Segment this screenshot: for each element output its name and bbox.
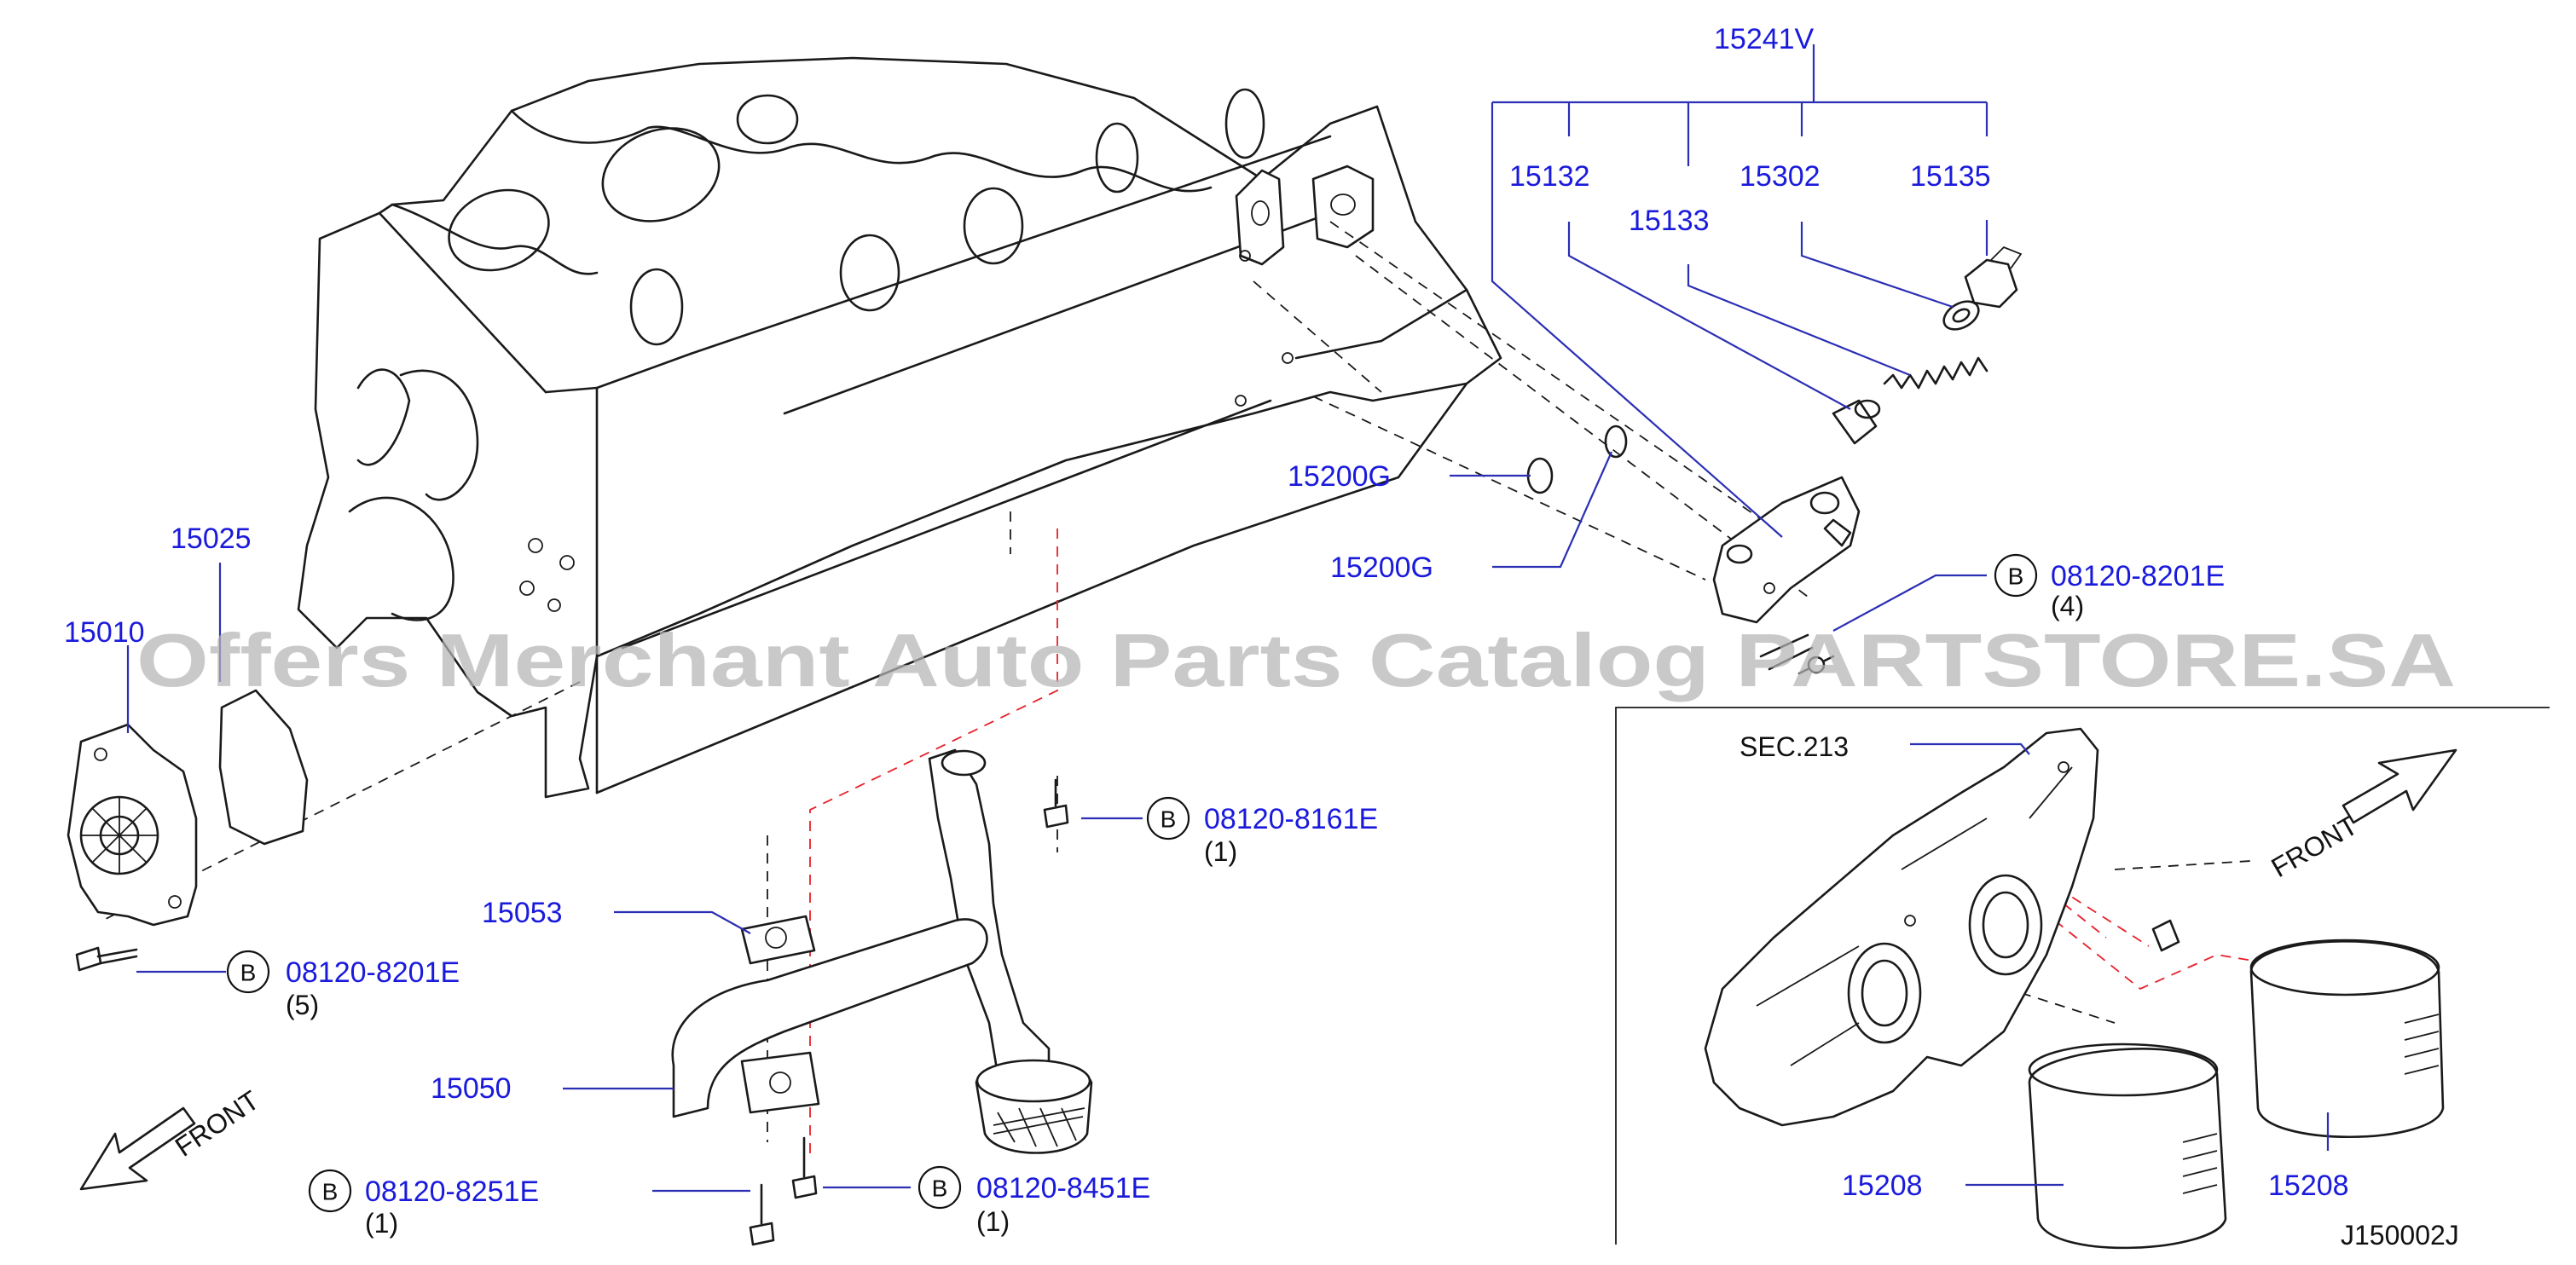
bolt-b-number[interactable]: 08120-8161E xyxy=(1204,803,1378,835)
bolt-c-number[interactable]: 08120-8201E xyxy=(286,956,460,989)
bolt-b-marker xyxy=(1146,796,1190,840)
engine-block-drawing xyxy=(297,56,1502,799)
bolt-e-symbol: B xyxy=(932,1175,948,1202)
bolt-b-qty: (1) xyxy=(1204,836,1237,867)
bolt-b-symbol: B xyxy=(1161,806,1177,833)
bolt-a-marker xyxy=(1994,553,2038,598)
leader-lines xyxy=(126,44,2330,1193)
part-label-15208-a[interactable]: 15208 xyxy=(1842,1170,1923,1202)
part-label-15010[interactable]: 15010 xyxy=(64,616,145,649)
bolt-c-symbol: B xyxy=(240,960,257,986)
part-label-15050[interactable]: 15050 xyxy=(431,1072,512,1105)
front-label-right: FRONT xyxy=(2266,810,2363,883)
part-label-15208-b[interactable]: 15208 xyxy=(2268,1170,2349,1202)
bolt-c-qty: (5) xyxy=(286,990,319,1020)
bolt-c-marker xyxy=(226,950,270,994)
bolt-drawings xyxy=(75,778,1069,1246)
part-label-15200g-a[interactable]: 15200G xyxy=(1288,460,1391,493)
bolt-d-marker xyxy=(308,1169,352,1213)
part-label-15135[interactable]: 15135 xyxy=(1910,160,1991,193)
part-label-15053[interactable]: 15053 xyxy=(482,897,563,929)
part-label-15302[interactable]: 15302 xyxy=(1740,160,1821,193)
relief-valve-drawing xyxy=(1526,245,2023,675)
bolt-callouts: B B B B B xyxy=(226,553,2038,1213)
bolt-e-qty: (1) xyxy=(976,1206,1010,1237)
oil-strainer-drawing xyxy=(671,748,1093,1154)
bolt-e-marker xyxy=(918,1165,962,1210)
front-arrow-icon xyxy=(2342,748,2457,824)
bolt-a-symbol: B xyxy=(2008,563,2024,590)
inset-panel xyxy=(1615,707,2550,1250)
oil-pump-drawing xyxy=(67,689,309,927)
bolt-a-qty: (4) xyxy=(2051,591,2084,621)
part-label-15025[interactable]: 15025 xyxy=(171,523,252,555)
bolt-d-number[interactable]: 08120-8251E xyxy=(365,1175,539,1208)
bolt-a-number[interactable]: 08120-8201E xyxy=(2051,560,2225,592)
section-reference[interactable]: SEC.213 xyxy=(1740,731,1849,762)
front-arrow-icon xyxy=(79,1106,196,1191)
part-label-15241v[interactable]: 15241V xyxy=(1714,23,1815,55)
watermark-text: Offers Merchant Auto Parts Catalog PARTS… xyxy=(136,618,2456,702)
part-label-15200g-b[interactable]: 15200G xyxy=(1330,552,1433,584)
bolt-d-qty: (1) xyxy=(365,1208,398,1239)
bolt-d-symbol: B xyxy=(322,1179,339,1205)
front-arrows xyxy=(79,748,2457,1191)
bolt-e-number[interactable]: 08120-8451E xyxy=(976,1172,1150,1204)
part-label-15132[interactable]: 15132 xyxy=(1509,160,1590,193)
part-label-15133[interactable]: 15133 xyxy=(1629,205,1710,237)
diagram-id: J150002J xyxy=(2341,1220,2459,1251)
